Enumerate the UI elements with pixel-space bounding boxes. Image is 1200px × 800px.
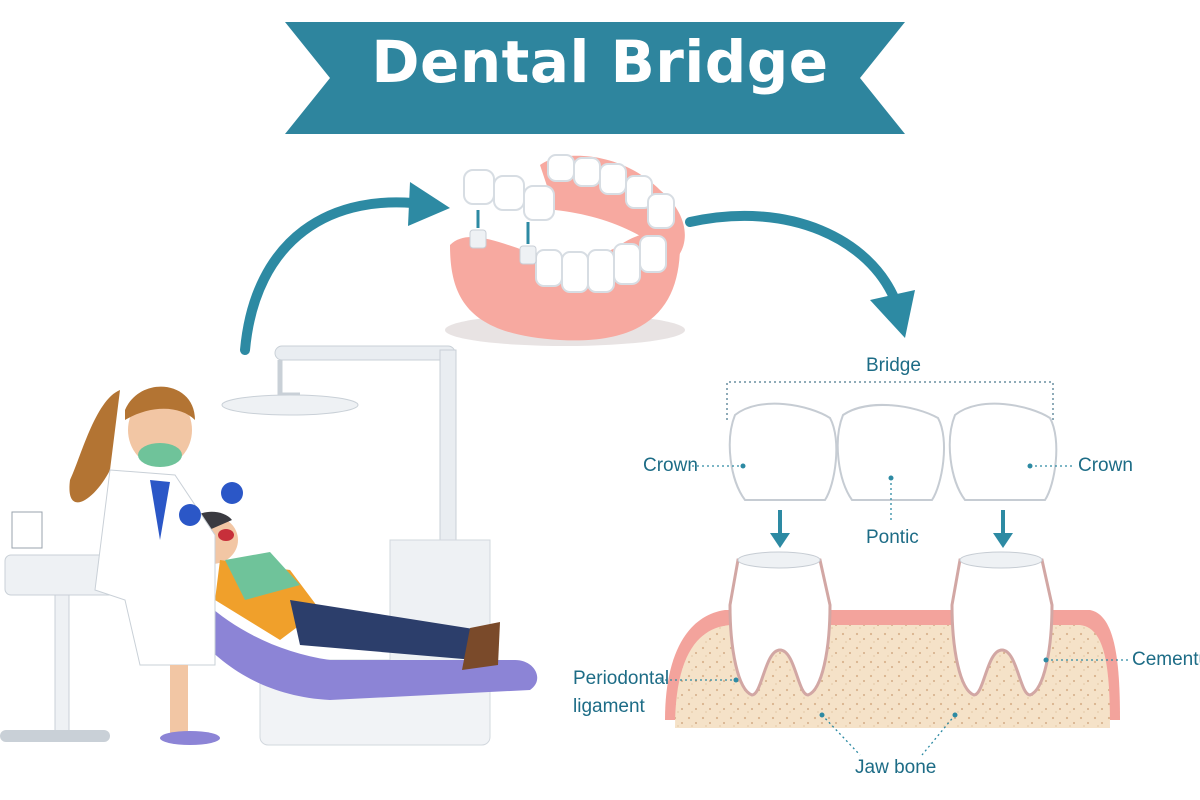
bridge-label: Bridge — [866, 355, 921, 376]
jaw-bone-label: Jaw bone — [855, 757, 937, 778]
dentist-figure-icon — [69, 386, 243, 745]
pontic-shape — [836, 404, 945, 501]
page-title: Dental Bridge — [371, 28, 829, 96]
curved-arrow-right-icon — [685, 210, 915, 338]
pontic-label: Pontic — [866, 527, 919, 548]
periodontal-label-line1: Periodontal — [573, 668, 670, 689]
curved-arrow-left-icon — [240, 182, 450, 355]
crown-right-label: Crown — [1078, 455, 1133, 476]
bridge-diagram — [660, 381, 1128, 756]
dental-chair-icon — [0, 345, 538, 746]
periodontal-label-line2: ligament — [573, 696, 645, 717]
cementum-label: Cementum — [1132, 649, 1200, 670]
crown-left-shape — [728, 402, 838, 501]
title-banner — [285, 22, 905, 134]
crown-right-shape — [948, 402, 1058, 501]
crown-left-label: Crown — [643, 455, 698, 476]
denture-model-icon — [445, 154, 685, 346]
